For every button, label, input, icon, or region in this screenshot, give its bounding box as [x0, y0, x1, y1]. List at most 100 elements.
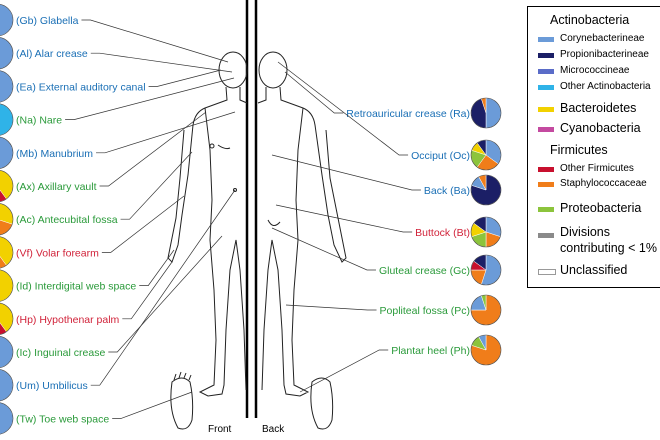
- right-sites-layer: Retroauricular crease (Ra)Occiput (Oc)Ba…: [271, 61, 502, 393]
- legend-label-cyanobacteria: Cyanobacteria: [560, 121, 641, 135]
- left-site-ic-inguinal-crease-label: (Ic) Inguinal crease: [16, 347, 105, 359]
- left-site-tw-toe-web-space-pie-slice-corynebacterineae: [0, 402, 14, 435]
- right-site-plantar-heel-ph-leader-line: [299, 349, 389, 393]
- left-site-id-interdigital-web-space-pie: [0, 269, 14, 302]
- left-site-tw-toe-web-space-pie-outline: [0, 402, 14, 435]
- left-site-gb-glabella-label: (Gb) Glabella: [16, 15, 79, 27]
- left-sites-layer: (Gb) Glabella (Al) Alar crease (Ea) Extern…: [0, 3, 236, 435]
- legend-label-unclassified: Unclassified: [560, 263, 628, 277]
- left-site-tw-toe-web-space-pie: [0, 402, 14, 435]
- left-site-gb-glabella-pie-outline: [0, 3, 14, 37]
- right-site-plantar-heel-ph-pie: [470, 334, 502, 366]
- left-site-id-interdigital-web-space-pie-slice-bacteroidetes: [0, 269, 14, 302]
- left-site-ic-inguinal-crease-pie-outline: [0, 335, 14, 369]
- left-site-tw-toe-web-space-leader-line: [112, 391, 193, 419]
- left-site-um-umbilicus-pie-outline: [0, 369, 14, 402]
- legend-label-divisions-line2: contributing < 1%: [560, 241, 657, 255]
- left-site-ea-external-auditory-canal-label: (Ea) External auditory canal: [16, 81, 146, 93]
- left-site-ea-external-auditory-canal-pie-slice-corynebacterineae: [0, 70, 14, 103]
- right-site-popliteal-fossa-pc-label: Popliteal fossa (Pc): [380, 305, 470, 317]
- left-site-ax-axillary-vault-label: (Ax) Axillary vault: [16, 181, 97, 193]
- right-site-popliteal-fossa-pc-pie: [470, 294, 502, 326]
- right-site-occiput-oc-pie: [470, 139, 502, 171]
- back-body-outline: [257, 51, 347, 397]
- right-site-buttock-bt-pie: [470, 216, 502, 248]
- legend-swatch-unclassified: [538, 269, 556, 275]
- front-body-outline: [167, 51, 248, 397]
- right-site-retroauricular-crease-ra-pie-outline: [470, 97, 502, 129]
- left-site-vf-volar-forearm-pie-outline: [0, 236, 14, 269]
- left-site-na-nare-pie: [0, 103, 14, 136]
- right-site-retroauricular-crease-ra-pie: [470, 97, 502, 129]
- legend-label-micrococcineae: Micrococcineae: [560, 65, 630, 76]
- right-site-retroauricular-crease-ra-label: Retroauricular crease (Ra): [346, 108, 470, 120]
- right-site-buttock-bt-label: Buttock (Bt): [415, 227, 470, 239]
- legend-label-bacteroidetes: Bacteroidetes: [560, 101, 637, 115]
- back-view-label: Back: [262, 424, 285, 435]
- left-site-al-alar-crease-pie-slice-corynebacterineae: [0, 37, 14, 70]
- right-site-plantar-heel-ph-pie-outline: [470, 334, 502, 366]
- left-site-gb-glabella-pie: [0, 3, 14, 37]
- right-site-back-ba-pie-outline: [470, 174, 502, 206]
- legend-swatch-propionibacterineae: [538, 53, 554, 58]
- left-site-ic-inguinal-crease-leader-line: [108, 235, 223, 353]
- left-site-hp-hypothenar-palm-pie-outline: [0, 302, 14, 335]
- left-site-al-alar-crease-label: (Al) Alar crease: [16, 48, 88, 60]
- right-site-occiput-oc-pie-outline: [470, 139, 502, 171]
- left-site-tw-toe-web-space-label: (Tw) Toe web space: [16, 413, 109, 425]
- left-site-ax-axillary-vault-pie: [0, 169, 14, 203]
- right-site-gluteal-crease-gc-pie-outline: [470, 254, 502, 286]
- right-site-buttock-bt-leader-line: [275, 204, 413, 233]
- legend-swatch-staphylococcaceae: [538, 182, 554, 187]
- left-site-ac-antecubital-fossa-label: (Ac) Antecubital fossa: [16, 214, 118, 226]
- left-site-ea-external-auditory-canal-leader-line: [148, 69, 222, 87]
- right-site-occiput-oc-leader-line: [277, 61, 409, 156]
- left-site-ax-axillary-vault-pie-outline: [0, 169, 14, 203]
- left-site-ac-antecubital-fossa-pie-outline: [0, 203, 14, 236]
- left-site-ea-external-auditory-canal-pie-outline: [0, 70, 14, 103]
- left-site-hp-hypothenar-palm-leader-line: [122, 261, 173, 320]
- right-site-popliteal-fossa-pc-pie-outline: [470, 294, 502, 326]
- left-site-vf-volar-forearm-leader-line: [101, 195, 185, 253]
- right-site-plantar-heel-ph-label: Plantar heel (Ph): [391, 345, 470, 357]
- right-site-occiput-oc-label: Occiput (Oc): [411, 150, 470, 162]
- legend-actinobacteria-heading: Actinobacteria: [550, 13, 630, 27]
- right-site-gluteal-crease-gc-pie: [470, 254, 502, 286]
- left-site-id-interdigital-web-space-leader-line: [139, 249, 175, 286]
- right-site-back-ba-pie: [470, 174, 502, 206]
- left-site-ax-axillary-vault-leader-line: [99, 111, 207, 187]
- left-site-um-umbilicus-leader-line: [90, 189, 236, 386]
- legend-label-divisions-line1: Divisions: [560, 225, 611, 239]
- legend-swatch-bacteroidetes: [538, 107, 554, 112]
- feet-illustrations: [170, 371, 334, 430]
- right-site-popliteal-fossa-pc-leader-line: [285, 304, 377, 311]
- front-view-label: Front: [208, 424, 232, 435]
- legend-label-propionibacterineae: Propionibacterineae: [560, 49, 649, 60]
- right-site-retroauricular-crease-ra-leader-line: [284, 71, 344, 114]
- left-site-ac-antecubital-fossa-leader-line: [120, 151, 193, 220]
- legend-swatch-corynebacterineae: [538, 37, 554, 42]
- legend-label-other-firmicutes: Other Firmicutes: [560, 163, 634, 174]
- left-site-ac-antecubital-fossa-pie: [0, 203, 14, 236]
- legend-label-corynebacterineae: Corynebacterineae: [560, 33, 645, 44]
- left-site-um-umbilicus-pie-slice-corynebacterineae: [0, 369, 14, 402]
- left-site-mb-manubrium-label: (Mb) Manubrium: [16, 148, 93, 160]
- left-site-na-nare-leader-line: [65, 77, 235, 120]
- legend-swatch-cyanobacteria: [538, 127, 554, 132]
- legend-swatch-micrococcineae: [538, 69, 554, 74]
- legend-swatch-proteobacteria: [538, 207, 554, 212]
- left-site-mb-manubrium-pie-outline: [0, 136, 14, 169]
- left-site-na-nare-pie-slice-other_actinobacteria: [0, 103, 14, 136]
- left-site-ea-external-auditory-canal-pie: [0, 70, 14, 103]
- left-site-ic-inguinal-crease-pie: [0, 335, 14, 369]
- left-site-mb-manubrium-pie: [0, 136, 14, 169]
- left-site-hp-hypothenar-palm-pie: [0, 302, 14, 335]
- left-site-mb-manubrium-leader-line: [96, 111, 236, 154]
- left-site-um-umbilicus-pie: [0, 369, 14, 402]
- left-site-mb-manubrium-pie-slice-corynebacterineae: [0, 136, 14, 169]
- left-site-hp-hypothenar-palm-label: (Hp) Hypothenar palm: [16, 314, 120, 326]
- left-site-um-umbilicus-label: (Um) Umbilicus: [16, 380, 88, 392]
- left-site-gb-glabella-pie-slice-corynebacterineae: [0, 4, 14, 36]
- left-site-id-interdigital-web-space-label: (Id) Interdigital web space: [16, 281, 136, 293]
- legend-swatch-other-firmicutes: [538, 167, 554, 172]
